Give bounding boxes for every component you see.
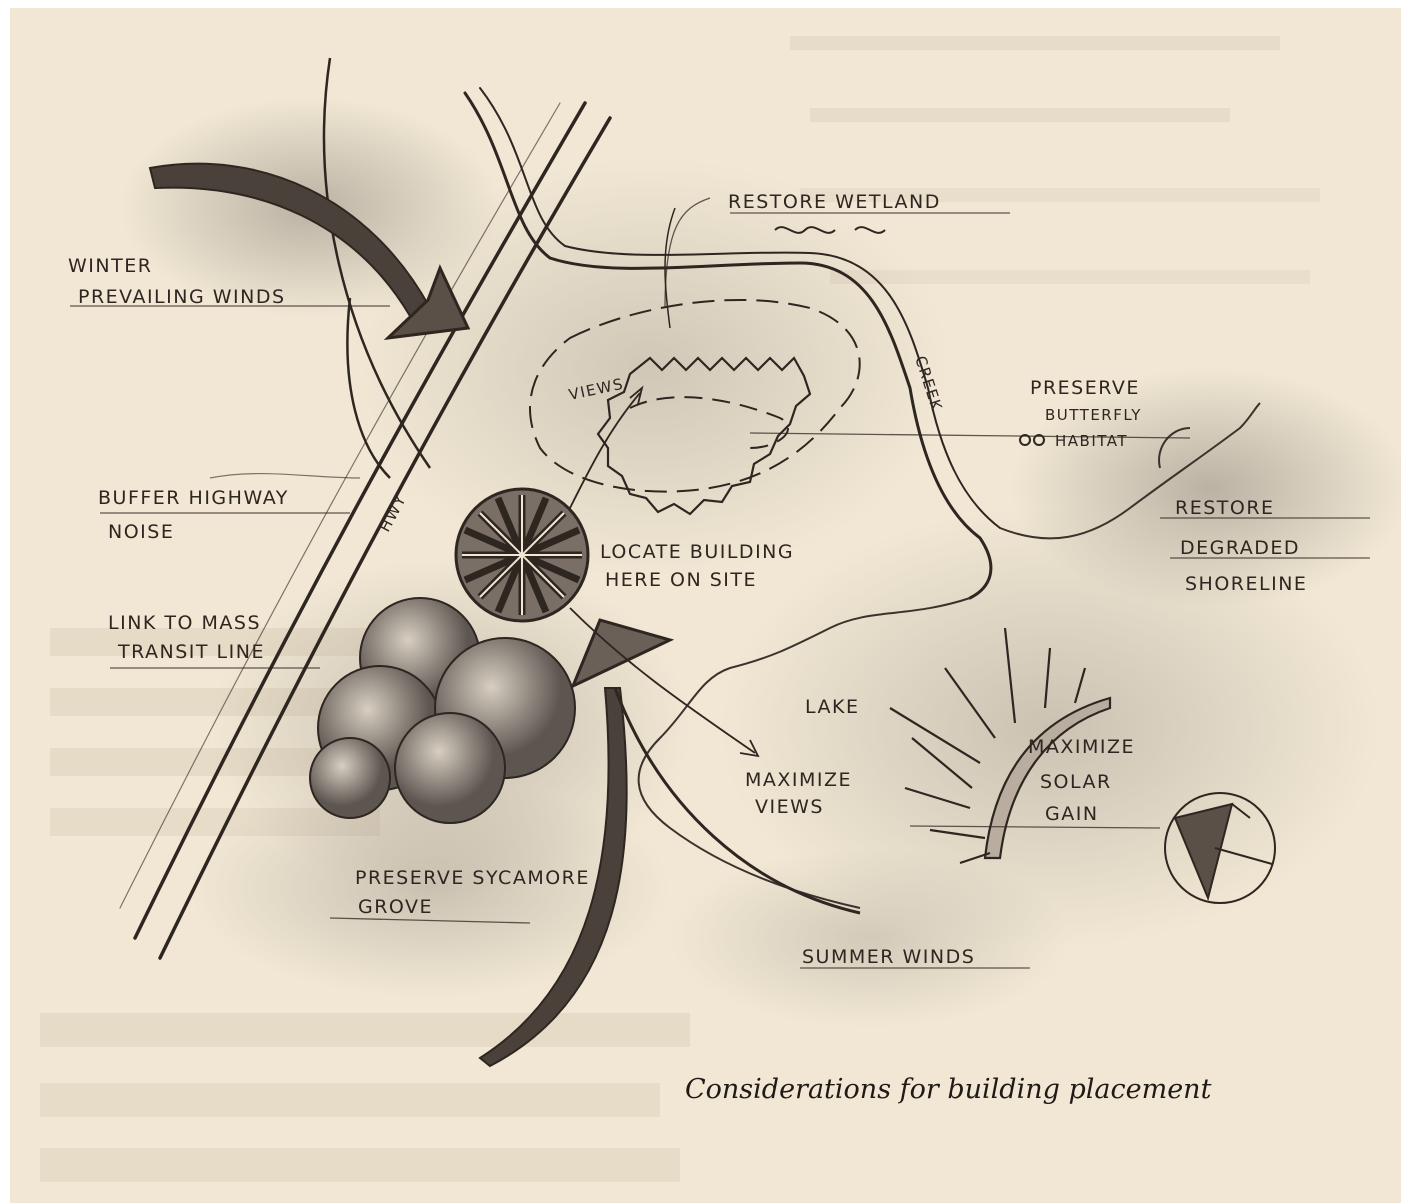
figure-caption: Considerations for building placement (685, 1074, 1211, 1105)
label-noise: Noise (108, 521, 174, 543)
label-transit-line: Transit line (117, 641, 265, 663)
label-locate-building: Locate building (600, 541, 794, 563)
label-prevailing-winds: Prevailing winds (78, 286, 286, 308)
site-analysis-sketch: Winter Prevailing winds Restore wetland … (10, 8, 1401, 1203)
label-hwy: Hwy (376, 491, 411, 535)
label-restore: Restore (1175, 497, 1275, 519)
label-maximize-solar: Maximize (1028, 736, 1135, 758)
label-preserve: Preserve (1030, 377, 1140, 399)
label-buffer-highway: Buffer highway (98, 487, 289, 509)
label-habitat: Habitat (1055, 432, 1128, 450)
label-restore-wetland: Restore wetland (728, 191, 941, 213)
label-shoreline: Shoreline (1185, 573, 1307, 595)
label-maximize-views: Maximize (745, 769, 852, 791)
label-gain: Gain (1045, 803, 1099, 825)
label-solar: Solar (1040, 771, 1112, 793)
label-views-2: Views (755, 796, 824, 818)
label-here-on-site: Here on site (605, 569, 757, 591)
label-winter: Winter (68, 255, 152, 277)
book-page: Winter Prevailing winds Restore wetland … (10, 8, 1401, 1203)
label-grove: Grove (358, 896, 433, 918)
label-preserve-sycamore: Preserve sycamore (355, 867, 590, 889)
label-degraded: Degraded (1180, 537, 1300, 559)
label-lake: Lake (805, 696, 859, 718)
label-summer-winds: Summer winds (802, 946, 975, 968)
label-link-to-mass: Link to mass (108, 612, 261, 634)
label-butterfly: Butterfly (1045, 406, 1142, 424)
building-location-marker (456, 489, 588, 621)
